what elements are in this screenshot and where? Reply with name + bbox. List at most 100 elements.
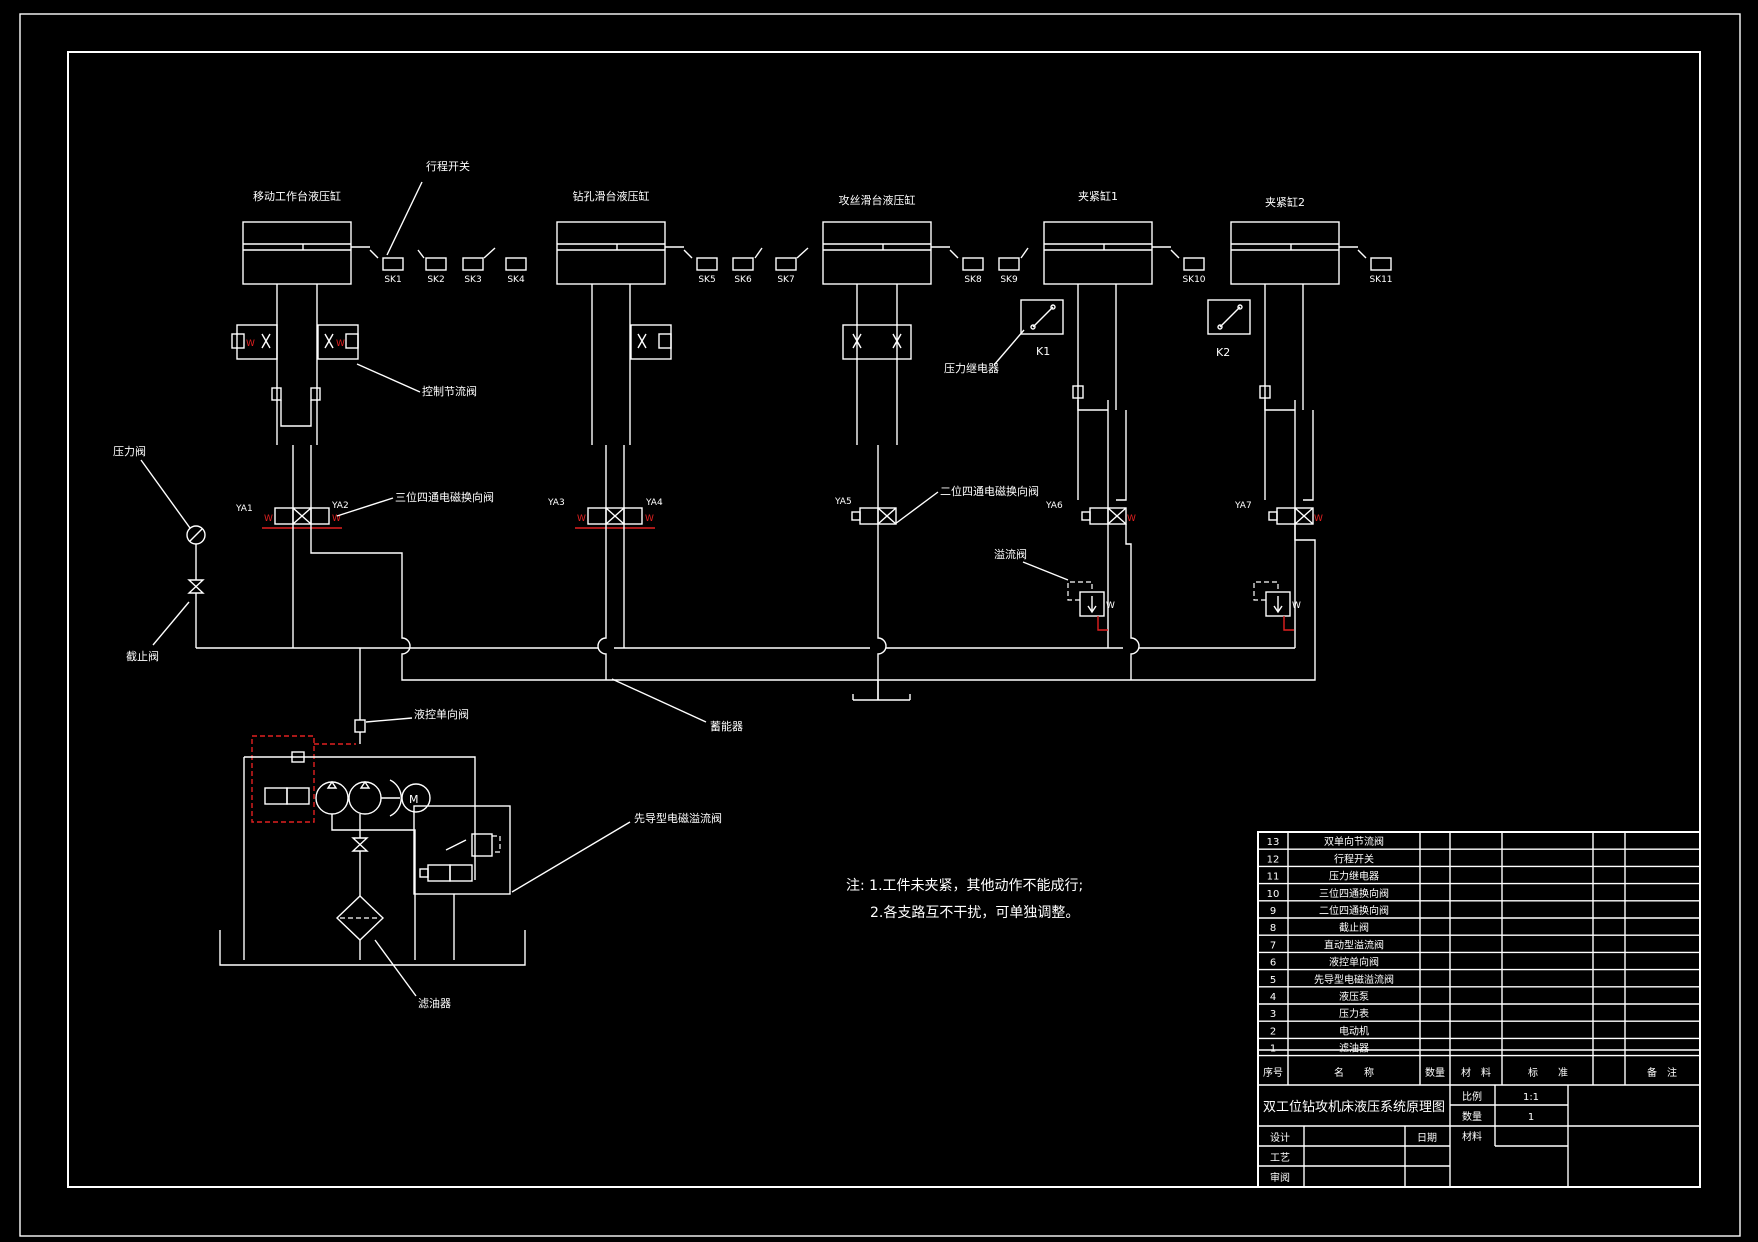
table-row-no: 11: [1267, 872, 1280, 883]
solenoid-label: YA7: [1234, 501, 1252, 511]
motor-label: M: [409, 793, 419, 806]
table-row-name: 直动型溢流阀: [1324, 938, 1384, 951]
table-row-no: 1: [1270, 1044, 1276, 1055]
pressure-gauge: [186, 525, 206, 605]
pressure-relays: K1 K2: [1020, 299, 1271, 399]
table-row-name: 压力表: [1339, 1007, 1369, 1020]
callout-text: 溢流阀: [994, 547, 1027, 561]
throttle-valves: W W: [231, 324, 912, 427]
process-label: 工艺: [1270, 1152, 1290, 1164]
relay-label: K1: [1036, 345, 1050, 358]
switch-label: SK8: [964, 275, 982, 285]
outer-border: [19, 13, 1741, 1237]
callout-text: 液控单向阀: [414, 707, 469, 721]
pipes: [195, 400, 1316, 701]
material-label: 材料: [1462, 1130, 1482, 1143]
table-row-no: 9: [1270, 906, 1276, 917]
spring-mark: W: [336, 339, 345, 349]
pump-station: M: [219, 648, 526, 966]
callout-text: 控制节流阀: [422, 384, 477, 398]
switch-label: SK11: [1369, 275, 1392, 285]
table-row-name: 液控单向阀: [1329, 956, 1379, 969]
note-line-1: 注: 1.工件未夹紧，其他动作不能成行;: [846, 878, 1083, 894]
cylinder-label: 夹紧缸2: [1265, 195, 1305, 209]
table-row-name: 滤油器: [1339, 1042, 1369, 1055]
callout-text: 压力阀: [113, 444, 146, 458]
cylinder-label: 钻孔滑台液压缸: [573, 189, 650, 203]
scale-value: 1:1: [1523, 1092, 1539, 1103]
solenoid-label: YA5: [834, 497, 852, 507]
header-qty: 数量: [1425, 1066, 1445, 1079]
relief-valves: W W: [1067, 581, 1301, 631]
date-label: 日期: [1417, 1132, 1437, 1144]
table-row-name: 二位四通换向阀: [1319, 904, 1389, 917]
switch-label: SK6: [734, 275, 752, 285]
header-remark: 备 注: [1647, 1066, 1677, 1079]
solenoid-label: YA3: [547, 498, 565, 508]
cylinder-1: 移动工作台液压缸: [242, 189, 370, 445]
table-row-no: 4: [1270, 992, 1276, 1003]
table-row-name: 行程开关: [1334, 852, 1374, 865]
solenoid-label: YA4: [645, 498, 663, 508]
cylinder-5: 夹紧缸2: [1230, 195, 1358, 500]
switch-label: SK9: [1000, 275, 1018, 285]
drawing-title: 双工位钻攻机床液压系统原理图: [1263, 1100, 1445, 1115]
scale-label: 比例: [1462, 1090, 1482, 1103]
callout-text: 三位四通电磁换向阀: [395, 490, 494, 504]
switch-label: SK2: [427, 275, 444, 285]
callout-text: 先导型电磁溢流阀: [634, 811, 722, 825]
qty-value: 1: [1528, 1112, 1534, 1123]
table-row-no: 8: [1270, 923, 1276, 934]
callout-text: 蓄能器: [710, 719, 743, 733]
spring-mark: W: [1106, 601, 1115, 611]
callout-text: 滤油器: [418, 996, 451, 1010]
table-row-name: 先导型电磁溢流阀: [1314, 973, 1394, 986]
header-material: 材 料: [1461, 1066, 1491, 1079]
table-row-no: 12: [1267, 854, 1280, 865]
solenoid-label: YA1: [235, 504, 253, 514]
cylinder-3: 攻丝滑台液压缸: [822, 193, 950, 445]
table-row-name: 电动机: [1339, 1024, 1369, 1037]
table-row-name: 压力继电器: [1329, 870, 1379, 883]
switch-label: SK7: [777, 275, 794, 285]
note-line-2: 2.各支路互不干扰，可单独调整。: [870, 905, 1079, 921]
directional-valves: W W YA1 YA2 W W YA3 YA4 YA5 W YA6 W YA7: [235, 497, 1323, 529]
table-row-no: 13: [1267, 837, 1280, 848]
cylinder-2: 钻孔滑台液压缸: [556, 189, 684, 445]
table-row-name: 三位四通换向阀: [1319, 887, 1389, 900]
switch-label: SK10: [1182, 275, 1205, 285]
cylinder-4: 夹紧缸1: [1043, 189, 1171, 500]
spring-mark: W: [1127, 514, 1136, 524]
spring-mark: W: [577, 514, 586, 524]
switch-label: SK1: [384, 275, 401, 285]
table-row-no: 6: [1270, 958, 1276, 969]
switch-label: SK5: [698, 275, 715, 285]
header-name: 名 称: [1334, 1066, 1374, 1079]
spring-mark: W: [332, 514, 341, 524]
callout-text: 截止阀: [126, 649, 159, 663]
spring-mark: W: [1314, 514, 1323, 524]
callout-text: 压力继电器: [944, 362, 999, 375]
table-row-name: 液压泵: [1339, 990, 1369, 1003]
spring-mark: W: [246, 339, 255, 349]
table-row-no: 10: [1267, 889, 1280, 900]
solenoid-label: YA6: [1045, 501, 1063, 511]
table-row-no: 2: [1270, 1026, 1276, 1037]
qty-label: 数量: [1462, 1110, 1482, 1123]
relay-label: K2: [1216, 346, 1230, 359]
table-row-no: 3: [1270, 1009, 1276, 1020]
motor-icon: [401, 783, 431, 813]
switch-label: SK3: [464, 275, 481, 285]
spring-mark: W: [1292, 601, 1301, 611]
callout-text: 行程开关: [426, 159, 470, 173]
review-label: 审阅: [1270, 1171, 1290, 1184]
table-row-no: 5: [1270, 975, 1276, 986]
solenoid-label: YA2: [331, 501, 349, 511]
header-standard: 标 准: [1528, 1067, 1568, 1079]
cylinder-label: 夹紧缸1: [1078, 189, 1118, 203]
callout-text: 二位四通电磁换向阀: [940, 484, 1039, 498]
spring-mark: W: [645, 514, 654, 524]
table-row-no: 7: [1270, 940, 1276, 951]
